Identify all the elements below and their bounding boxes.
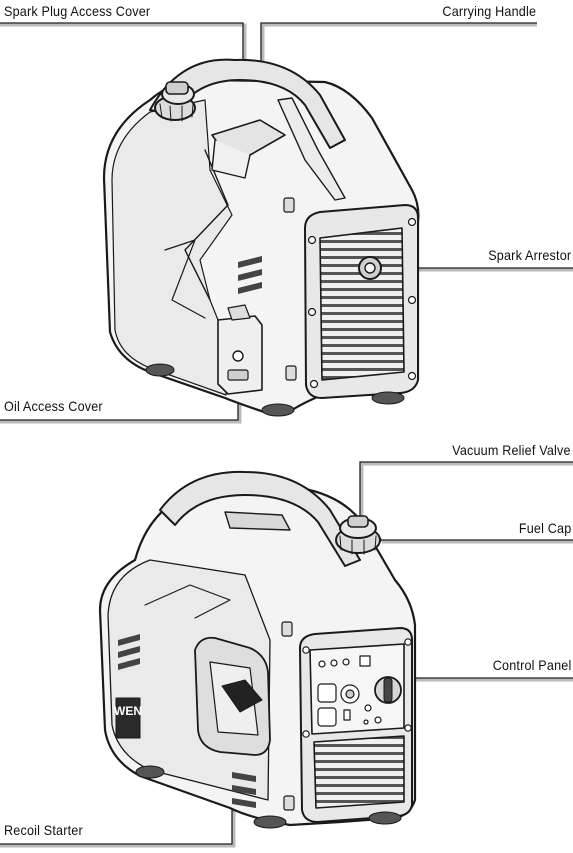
label-control-panel: Control Panel xyxy=(492,657,571,673)
label-spark-arrestor: Spark Arrestor xyxy=(487,247,571,263)
generator-top-view xyxy=(102,58,420,417)
svg-text:WEN: WEN xyxy=(114,704,142,718)
generator-bottom-view: WEN xyxy=(98,470,417,829)
label-fuel-cap: Fuel Cap xyxy=(518,520,571,536)
label-vacuum-relief-valve: Vacuum Relief Valve xyxy=(452,442,571,458)
label-spark-plug-access-cover: Spark Plug Access Cover xyxy=(4,3,151,19)
leader-lines xyxy=(0,22,573,848)
label-carrying-handle: Carrying Handle xyxy=(442,3,536,19)
wen-logo: WEN xyxy=(114,697,142,739)
label-oil-access-cover: Oil Access Cover xyxy=(4,398,103,414)
label-recoil-starter: Recoil Starter xyxy=(4,822,83,838)
